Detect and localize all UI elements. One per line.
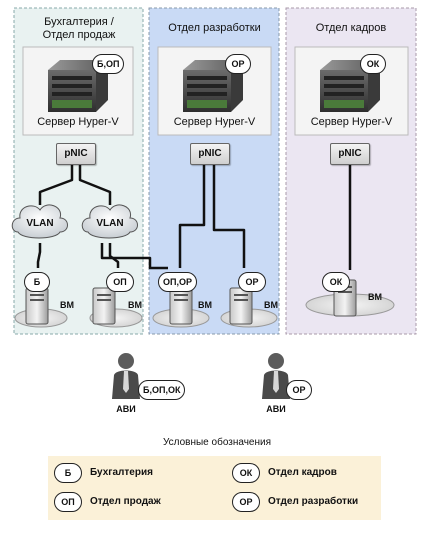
legend-code: ОК (232, 463, 260, 483)
vm-icon (229, 287, 253, 325)
vlan-label: VLAN (26, 218, 54, 229)
user-icon (262, 353, 290, 399)
server-label: Сервер Hyper-V (173, 116, 256, 128)
pnic-box: pNIC (330, 143, 370, 165)
vm-icon (25, 287, 49, 325)
region-title-accounting-sales: Бухгалтерия / Отдел продаж (42, 16, 116, 41)
vm-badge: ОК (322, 272, 350, 292)
vm-badge: ОР (238, 272, 266, 292)
legend-code: ОП (54, 492, 82, 512)
network-cables (36, 164, 352, 270)
legend-text: Отдел разработки (268, 496, 359, 507)
pnic-box: pNIC (56, 143, 96, 165)
vm-label: ВМ (264, 300, 278, 310)
vm-label: ВМ (128, 300, 142, 310)
vm-label: ВМ (368, 292, 382, 302)
vm-badge: Б (24, 272, 50, 292)
admin-label: АВИ (266, 404, 286, 414)
server-badge: Б,ОП (92, 54, 125, 74)
vm-label: ВМ (60, 300, 74, 310)
vlan-cloud-icon (81, 204, 138, 239)
server-icon (183, 60, 243, 112)
vm-label: ВМ (198, 300, 212, 310)
server-badge: ОК (360, 54, 386, 74)
legend-code: Б (54, 463, 82, 483)
vm-icon (92, 287, 116, 325)
legend-text: Бухгалтерия (90, 467, 153, 478)
legend-text: Отдел кадров (268, 467, 337, 478)
server-label: Сервер Hyper-V (37, 116, 119, 128)
vlan-cloud-icon (11, 204, 68, 239)
vm-badge: ОП (106, 272, 134, 292)
legend-box: Б Бухгалтерия ОК Отдел кадров ОП Отдел п… (48, 456, 381, 520)
vm-icon (169, 287, 193, 325)
vm-badge: ОП,ОР (158, 272, 197, 292)
server-label: Сервер Hyper-V (310, 116, 393, 128)
legend-text: Отдел продаж (90, 496, 161, 507)
pnic-box: pNIC (190, 143, 230, 165)
vlan-label: VLAN (96, 218, 124, 229)
region-title-hr: Отдел кадров (315, 22, 387, 34)
user-icon (112, 353, 140, 399)
server-badge: ОР (225, 54, 251, 74)
region-title-development: Отдел разработки (168, 22, 261, 34)
admin-badge: Б,ОП,ОК (138, 380, 186, 400)
admin-badge: ОР (286, 380, 312, 400)
legend-code: ОР (232, 492, 260, 512)
legend-title: Условные обозначения (162, 437, 272, 448)
admin-label: АВИ (116, 404, 136, 414)
